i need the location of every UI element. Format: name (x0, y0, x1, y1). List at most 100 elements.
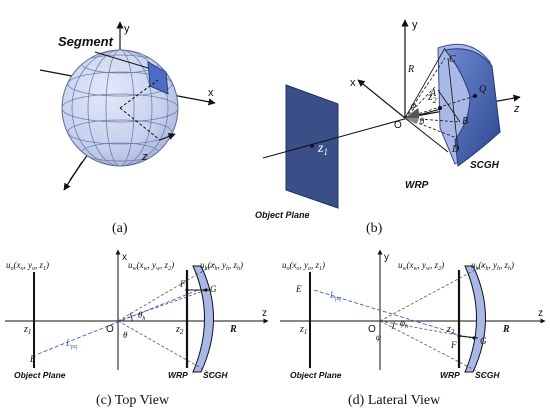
b-scgh-label: SCGH (470, 160, 500, 171)
d-scgh-label: SCGH (475, 370, 500, 380)
b-O-label: O (394, 120, 402, 131)
c-angle-arc (129, 312, 133, 322)
b-segment-ab (437, 89, 461, 123)
caption-d: (d) Lateral View (348, 393, 441, 408)
d-R-label: R (502, 324, 510, 335)
b-ray-B (404, 117, 461, 123)
b-x-axis (357, 79, 406, 119)
segment-label: Segment (58, 34, 114, 49)
d-phi-h-label: φh (400, 318, 408, 330)
c-uo-label: uo(xo, yo, z1) (6, 260, 49, 272)
c-G-point (204, 288, 208, 292)
b-x-label: x (350, 77, 356, 89)
d-z2-label: z2 (446, 324, 455, 336)
b-B-label: B (462, 116, 468, 127)
b-ray-D (404, 117, 458, 139)
c-ray-top (117, 263, 216, 322)
c-E-label: E (29, 354, 36, 364)
b-phi-label: φ (411, 100, 416, 110)
b-z1-label: z1 (317, 141, 328, 157)
panel-b-3d-diagram: y x z z1 z2 R C A Q B D O φ θ SCGH WRP O… (255, 19, 521, 236)
d-uw-label: uw(xw, yw, z2) (398, 260, 444, 272)
c-O-label: O (106, 324, 114, 335)
b-angle-theta-wedge (405, 118, 419, 124)
c-F-point (185, 288, 189, 292)
caption-a: (a) (112, 221, 128, 236)
d-lpq-label: Lpq (329, 290, 341, 302)
c-F-label: F (179, 279, 186, 289)
c-z-label: z (262, 308, 267, 319)
d-wrp-label: WRP (440, 370, 460, 380)
c-ray-bottom (117, 320, 216, 377)
d-object-plane-label: Object Plane (290, 370, 342, 380)
c-x-label: x (122, 252, 127, 263)
d-O-label: O (368, 324, 376, 335)
d-uh-label: uh(xh, yh, zh) (471, 260, 514, 272)
b-Q-label: Q (479, 84, 487, 95)
b-z-label: z (513, 103, 520, 115)
c-wrp-label: WRP (168, 370, 188, 380)
c-z2-label: z2 (175, 324, 184, 336)
d-F-label: F (450, 340, 457, 350)
b-C-label: C (449, 54, 456, 65)
c-scgh-label: SCGH (203, 370, 228, 380)
a-x-label: x (208, 87, 214, 99)
d-F-point (457, 334, 461, 338)
b-z1-point (310, 144, 314, 148)
b-z2-label: z2 (427, 89, 437, 105)
b-angle-phi-wedge (405, 108, 420, 118)
b-z2-point (438, 106, 442, 110)
caption-b: (b) (366, 221, 383, 236)
b-y-label: y (412, 19, 418, 31)
d-ray-G (379, 320, 475, 339)
b-z-axis-line (262, 101, 467, 159)
a-z-axis-front (63, 161, 83, 191)
segment-pointer (94, 51, 149, 69)
c-scgh (192, 265, 214, 373)
b-ray-A (404, 85, 437, 119)
d-ray-lpq (313, 289, 471, 339)
b-scgh-surface (444, 48, 501, 167)
a-dashed-ray-2 (119, 107, 161, 141)
d-G-point (472, 336, 476, 340)
d-angle-arc (391, 320, 395, 330)
d-phi-label: φ (376, 332, 381, 342)
sphere-segment (147, 61, 169, 95)
c-object-plane-label: Object Plane (14, 370, 66, 380)
b-radius-R (404, 47, 446, 119)
a-z-label: z (141, 151, 148, 163)
d-y-label: y (384, 252, 389, 263)
b-wrp-label: WRP (405, 180, 429, 191)
d-scgh (464, 265, 486, 373)
c-ray-lpq (37, 289, 199, 355)
b-A-label: A (429, 88, 437, 99)
d-E-label: E (295, 284, 302, 294)
b-q-point (473, 94, 477, 98)
caption-c: (c) Top View (96, 393, 170, 408)
c-G-label: G (210, 284, 217, 294)
panel-d-lateral-view: uo(xo, yo, z1) uw(xw, yw, z2) uh(xh, yh,… (280, 249, 546, 408)
a-y-label: y (124, 23, 130, 35)
panel-a-sphere-diagram: Segment y x z (a) (39, 21, 216, 236)
c-uw-label: uw(xw, yw, z2) (128, 260, 174, 272)
c-uh-label: uh(xh, yh, zh) (200, 260, 243, 272)
a-dashed-ray (119, 79, 159, 109)
b-theta-label: θ (420, 116, 424, 126)
c-R-label: R (229, 324, 237, 335)
d-z1-label: z1 (299, 324, 307, 336)
d-ray-top (379, 263, 487, 322)
a-arrow (159, 133, 176, 141)
c-theta-h-label: θh (138, 310, 145, 322)
panel-c-top-view: uo(xo, yo, z1) uw(xw, yw, z2) uh(xh, yh,… (5, 249, 269, 408)
d-ray-bottom (379, 320, 487, 377)
d-G-label: G (480, 336, 487, 346)
d-z-label: z (538, 308, 543, 319)
b-x-axis-neg (404, 117, 449, 153)
c-theta-label: θ (123, 330, 128, 340)
b-R-label: R (407, 64, 414, 75)
c-lpq-label: Lpq (65, 338, 77, 350)
b-vertical-cd (447, 57, 459, 151)
b-ray-C (404, 57, 446, 119)
